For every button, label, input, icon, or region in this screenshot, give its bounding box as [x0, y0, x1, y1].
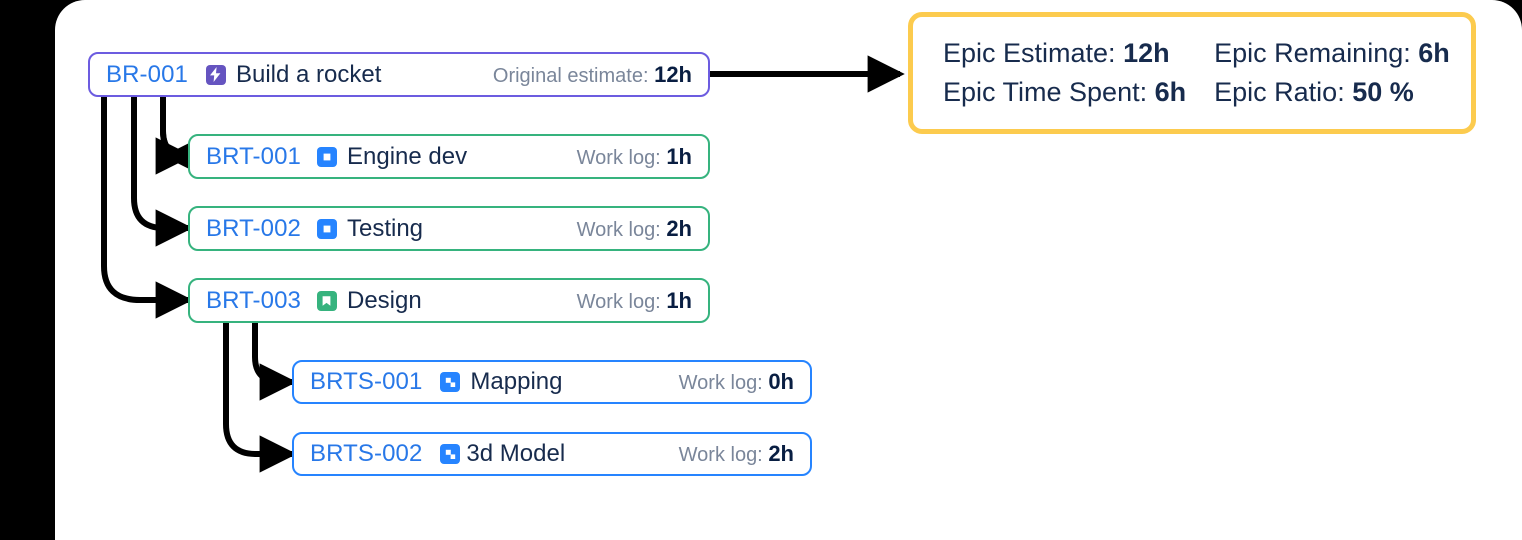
node-subtask-1[interactable]: BRTS-001 Mapping Work log: 0h: [292, 360, 812, 404]
node-title: Design: [346, 286, 422, 314]
summary-epic-estimate: Epic Estimate: 12h: [943, 38, 1186, 69]
node-key: BRTS-001: [310, 368, 423, 395]
node-task-2[interactable]: BRT-002 Testing Work log: 2h: [188, 206, 710, 251]
summary-label: Epic Time Spent:: [943, 77, 1148, 107]
node-task-1[interactable]: BRT-001 Engine dev Work log: 1h: [188, 134, 710, 179]
node-title: 3d Model: [466, 440, 566, 467]
node-task-3[interactable]: BRT-003 Design Work log: 1h: [188, 278, 710, 323]
node-key: BRT-003: [206, 286, 301, 314]
summary-label: Epic Ratio:: [1214, 77, 1345, 107]
summary-value: 6h: [1418, 38, 1450, 68]
node-metric: Work log: 1h: [577, 144, 692, 170]
summary-label: Epic Estimate:: [943, 38, 1116, 68]
node-metric: Work log: 0h: [679, 369, 794, 395]
subtask-blocks-icon: [440, 372, 461, 392]
node-epic[interactable]: BR-001 Build a rocket Original estimate:…: [88, 52, 710, 97]
summary-value: 6h: [1154, 77, 1187, 107]
summary-label: Epic Remaining:: [1214, 38, 1411, 68]
node-title: Build a rocket: [235, 60, 382, 88]
epic-bolt-icon: [205, 64, 226, 85]
node-key: BRT-001: [206, 142, 301, 170]
metric-value: 2h: [666, 215, 692, 241]
summary-value: 12h: [1123, 38, 1170, 68]
metric-value: 1h: [666, 287, 692, 313]
node-subtask-2[interactable]: BRTS-002 3d Model Work log: 2h: [292, 432, 812, 476]
node-metric: Work log: 1h: [577, 288, 692, 314]
node-title: Engine dev: [346, 142, 468, 170]
metric-value: 12h: [654, 61, 692, 87]
node-key: BRT-002: [206, 214, 301, 242]
summary-epic-remaining: Epic Remaining: 6h: [1214, 38, 1450, 69]
task-square-icon: [316, 218, 337, 239]
node-metric: Work log: 2h: [577, 216, 692, 242]
epic-summary-panel: Epic Estimate: 12h Epic Time Spent: 6h E…: [908, 12, 1476, 134]
summary-column-left: Epic Estimate: 12h Epic Time Spent: 6h: [929, 38, 1200, 108]
metric-label: Work log:: [678, 372, 763, 394]
task-square-icon: [316, 146, 337, 167]
node-key: BR-001: [106, 60, 188, 88]
node-key: BRTS-002: [310, 440, 423, 467]
node-title: Mapping: [470, 368, 563, 395]
summary-value: 50 %: [1352, 77, 1414, 107]
metric-value: 0h: [768, 369, 794, 394]
summary-column-right: Epic Remaining: 6h Epic Ratio: 50 %: [1200, 38, 1458, 108]
node-title: Testing: [346, 214, 424, 242]
summary-epic-time-spent: Epic Time Spent: 6h: [943, 77, 1186, 108]
story-bookmark-icon: [316, 290, 337, 311]
metric-label: Work log:: [678, 444, 763, 466]
metric-value: 1h: [666, 143, 692, 169]
metric-value: 2h: [768, 441, 794, 466]
metric-label: Work log:: [576, 146, 661, 169]
metric-label: Work log:: [576, 290, 661, 313]
subtask-blocks-icon: [440, 444, 461, 464]
metric-label: Original estimate:: [492, 64, 649, 87]
metric-label: Work log:: [576, 218, 661, 241]
node-metric: Work log: 2h: [679, 441, 794, 467]
node-metric: Original estimate: 12h: [493, 62, 692, 88]
summary-epic-ratio: Epic Ratio: 50 %: [1214, 77, 1444, 108]
